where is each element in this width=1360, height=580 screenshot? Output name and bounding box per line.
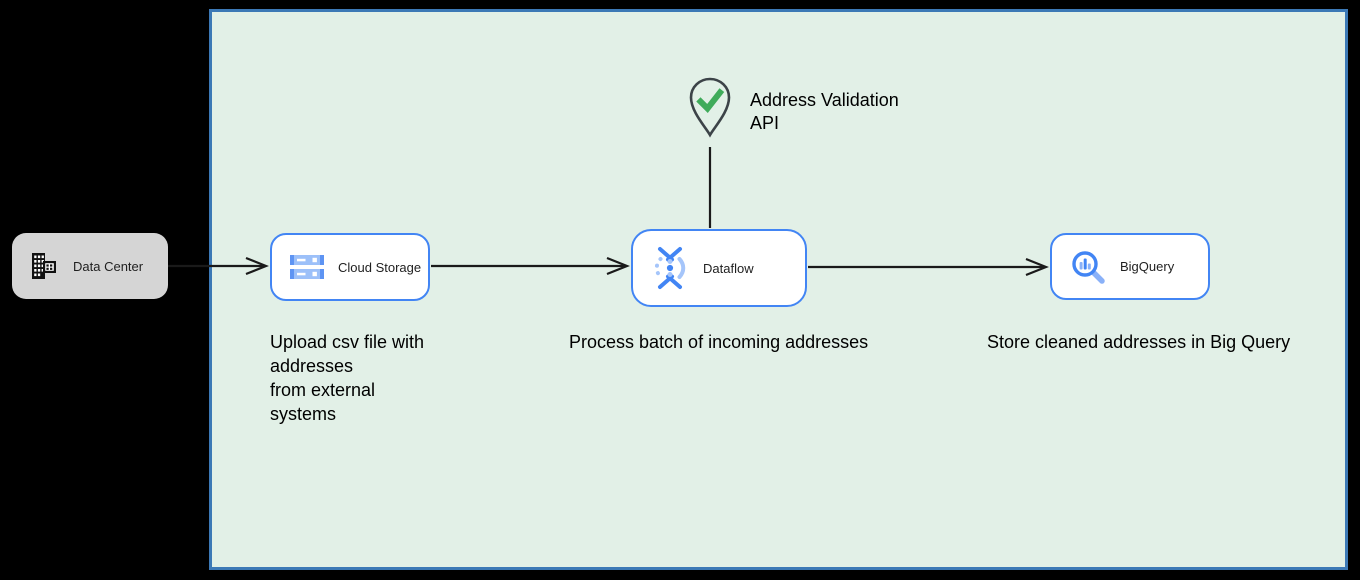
node-label-cloud-storage: Cloud Storage: [338, 259, 422, 275]
node-bigquery[interactable]: BigQuery: [1050, 233, 1210, 300]
bigquery-icon: [1072, 250, 1105, 284]
map-pin-check-icon[interactable]: [687, 76, 733, 138]
caption-dataflow: Process batch of incoming addresses: [569, 332, 869, 352]
node-label-data-center: Data Center: [73, 258, 144, 274]
cloud-storage-icon: [290, 255, 324, 279]
node-label-dataflow: Dataflow: [703, 260, 754, 276]
caption-cloud-storage: Upload csv file with addresses from exte…: [270, 332, 425, 424]
label-address-validation-api: Address Validation API: [750, 90, 899, 133]
node-label-bigquery: BigQuery: [1120, 259, 1175, 274]
building-icon: [32, 253, 56, 279]
node-dataflow[interactable]: Dataflow: [631, 229, 807, 307]
node-cloud-storage[interactable]: Cloud Storage: [270, 233, 430, 301]
caption-bigquery: Store cleaned addresses in Big Query: [987, 332, 1291, 352]
node-data-center[interactable]: Data Center: [12, 233, 168, 299]
dataflow-icon: [654, 247, 686, 289]
